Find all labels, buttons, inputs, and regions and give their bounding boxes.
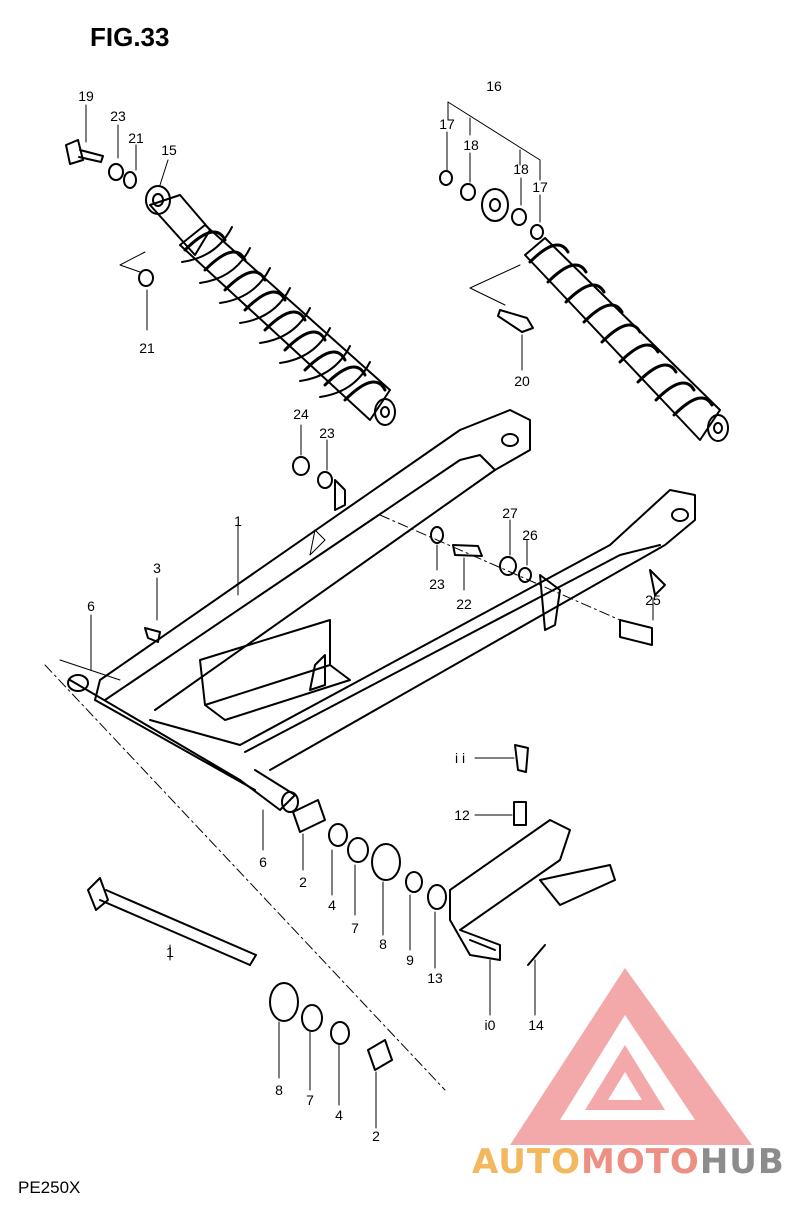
washer-4b — [330, 1021, 350, 1045]
washer-4 — [328, 823, 348, 847]
callout-4: 4 — [328, 897, 336, 913]
callout-10: i0 — [484, 1017, 496, 1033]
callout-18: 18 — [513, 161, 529, 177]
callout-15: 15 — [161, 142, 177, 158]
watermark-text: AUTOMOTOHUB — [472, 1142, 785, 1182]
bolt-11 — [514, 744, 529, 773]
callout-26: 26 — [522, 527, 538, 543]
callout-3: 3 — [153, 560, 161, 576]
collar-12 — [513, 801, 527, 826]
grease-nipple-3 — [144, 627, 161, 643]
callout-20: 20 — [514, 373, 530, 389]
pivot-bolt — [87, 877, 257, 966]
callout-7: 7 — [306, 1092, 314, 1108]
washer-23 — [317, 471, 333, 489]
seal-8 — [371, 843, 401, 881]
chain-guide-10 — [449, 819, 616, 961]
callout-25: 25 — [645, 592, 661, 608]
callout-6: 6 — [87, 598, 95, 614]
callout-13: 13 — [427, 970, 443, 986]
bolt-22 — [452, 544, 483, 557]
watermark-hub: HUB — [699, 1142, 785, 1182]
washer-7 — [347, 837, 369, 863]
callout-18: 18 — [463, 137, 479, 153]
nut-27 — [499, 556, 517, 576]
callout-21: 21 — [128, 130, 144, 146]
callout-6: 6 — [259, 854, 267, 870]
callout-14: 14 — [528, 1017, 544, 1033]
model-code: PE250X — [18, 1178, 81, 1197]
seal-8b — [269, 982, 299, 1022]
callout-2: 2 — [372, 1128, 380, 1144]
callout-12: 12 — [454, 807, 470, 823]
callout-7: 7 — [351, 920, 359, 936]
callout-8: 8 — [275, 1082, 283, 1098]
callout-9: 9 — [406, 952, 414, 968]
washer-9 — [405, 871, 423, 893]
left-shock-absorber — [65, 139, 396, 426]
callout-22: 22 — [456, 596, 472, 612]
clip-14 — [527, 944, 546, 966]
watermark-auto: AUTO — [472, 1142, 581, 1182]
callout-21: 21 — [139, 340, 155, 356]
watermark-logo — [510, 968, 752, 1145]
washer-7b — [301, 1004, 323, 1032]
callout-24: 24 — [293, 406, 309, 422]
callout-2: 2 — [299, 874, 307, 890]
nut-24 — [292, 456, 310, 476]
callout-23: 23 — [429, 576, 445, 592]
bolt-25 — [619, 619, 653, 646]
bushing-2b — [367, 1039, 393, 1071]
bushing-2 — [292, 799, 326, 833]
callout-27: 27 — [502, 505, 518, 521]
callout-23: 23 — [319, 425, 335, 441]
callout-16: 16 — [486, 78, 502, 94]
callout-23: 23 — [110, 108, 126, 124]
washer-26 — [518, 567, 532, 583]
callout-8: 8 — [379, 936, 387, 952]
swing-arm — [67, 409, 696, 813]
callout-4: 4 — [335, 1107, 343, 1123]
callout-1: 1 — [234, 513, 242, 529]
callout-17: 17 — [439, 116, 455, 132]
callout-19: 19 — [78, 88, 94, 104]
nut-13 — [427, 884, 447, 910]
callout-11: i i — [454, 750, 466, 766]
callout-17: 17 — [532, 179, 548, 195]
watermark-moto: MOTO — [580, 1142, 700, 1182]
callout-1: 1 — [166, 944, 174, 960]
right-shock-absorber — [439, 101, 729, 442]
washer-23b — [430, 526, 444, 544]
figure-title: FIG.33 — [90, 22, 170, 52]
